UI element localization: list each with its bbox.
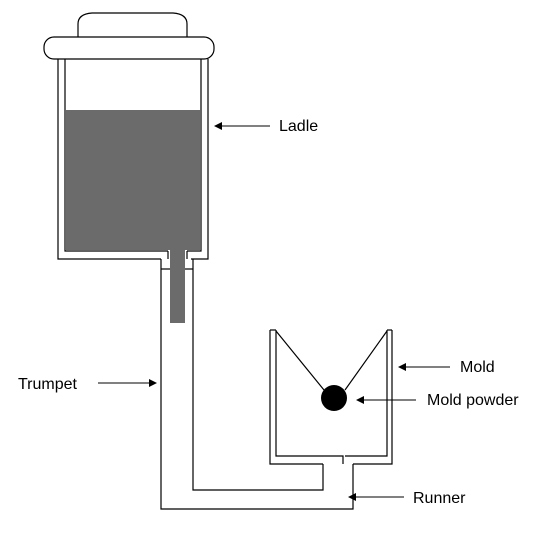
trumpet-inner-wall (192, 269, 324, 491)
ladle-label: Ladle (279, 118, 318, 135)
mold (269, 329, 393, 465)
ladle (43, 12, 215, 260)
molten-metal (66, 110, 200, 250)
ladle-lid-dome (77, 12, 188, 37)
mold-powder-label: Mold powder (427, 392, 519, 409)
mold-outer-wall (269, 330, 393, 465)
metal-stream (170, 250, 185, 323)
runner-label: Runner (413, 490, 466, 507)
mold-funnel-right (344, 330, 388, 391)
trumpet-and-runner (160, 259, 354, 510)
ladle-inner-wall (64, 59, 202, 252)
trumpet-outer-wall (160, 269, 354, 510)
trumpet-label: Trumpet (18, 376, 78, 393)
mold-powder-ball (321, 385, 347, 411)
ladle-lid-rim (43, 36, 215, 60)
mold-inner-wall (275, 330, 388, 464)
mold-funnel-left (275, 330, 325, 391)
ladle-outer-wall (57, 59, 209, 260)
mold-label: Mold (460, 359, 495, 376)
